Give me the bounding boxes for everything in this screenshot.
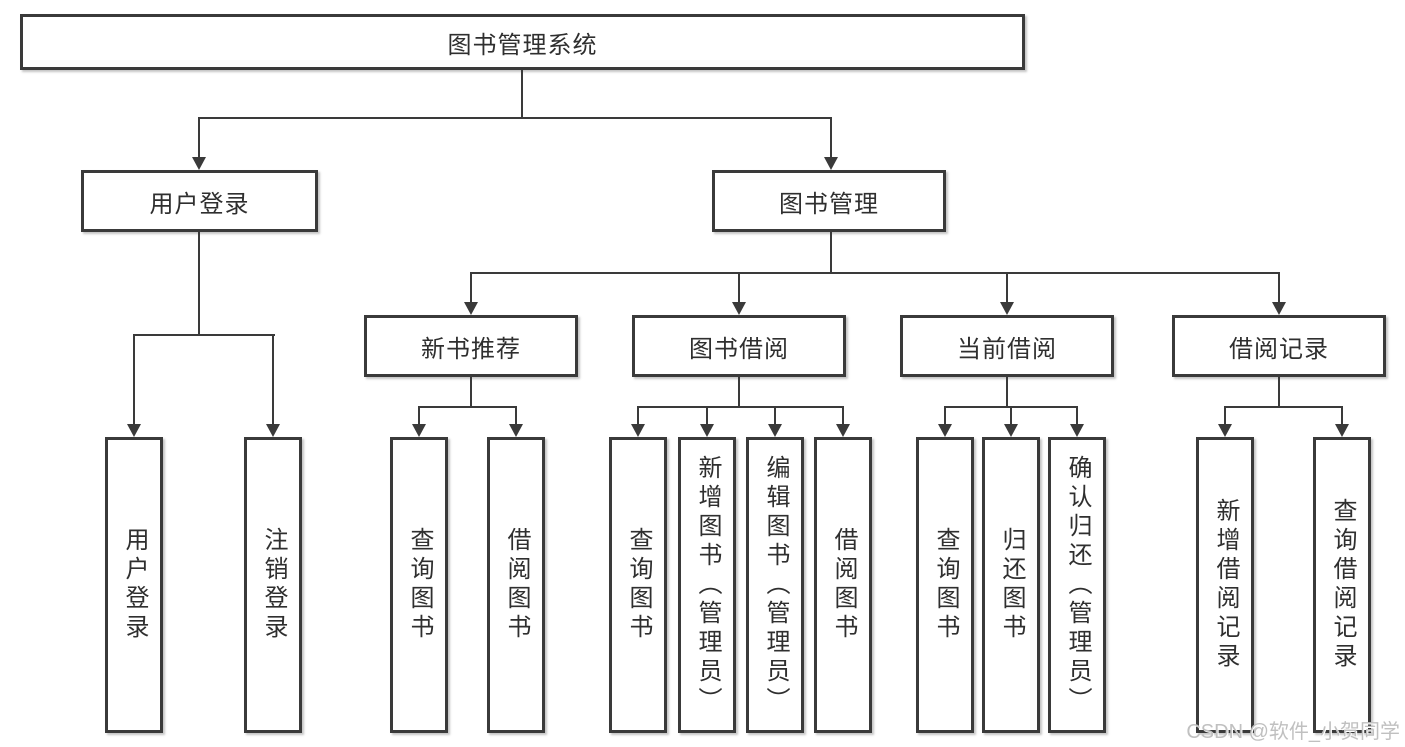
node-label: 编辑图书（管理员）	[762, 454, 789, 716]
connector-borrowing-stem	[738, 377, 740, 408]
arrowhead-book-management	[824, 157, 838, 170]
connector-bookmgmt-stem	[830, 232, 832, 274]
connector-records-rail	[1224, 406, 1343, 408]
node-library-management-system: 图书管理系统	[20, 14, 1025, 70]
leaf-confirm-return-admin: 确认归还（管理员）	[1048, 437, 1106, 733]
arrowhead-leaf-user-login	[127, 424, 141, 437]
connector-current-stem	[1006, 377, 1008, 408]
connector-to-leaf-borrow2	[842, 406, 844, 425]
connector-recommend-stem	[470, 377, 472, 408]
arrowhead-leaf-borrow1	[509, 424, 523, 437]
arrowhead-leaf-query3	[938, 424, 952, 437]
leaf-query-books-recommend: 查询图书	[390, 437, 448, 733]
node-label: 查询借阅记录	[1329, 498, 1356, 672]
arrowhead-leaf-add-record	[1218, 424, 1232, 437]
connector-to-book-management	[830, 117, 832, 159]
node-label: 新增图书（管理员）	[694, 454, 721, 716]
connector-to-leaf-user-login	[133, 334, 135, 425]
node-label: 用户登录	[149, 190, 250, 218]
arrowhead-new-book-recommend	[464, 302, 478, 315]
connector-to-borrowing-records	[1278, 272, 1280, 304]
arrowhead-leaf-borrow2	[836, 424, 850, 437]
node-label: 新增借阅记录	[1212, 498, 1239, 672]
node-label: 查询图书	[625, 527, 652, 643]
connector-bookmgmt-rail	[470, 272, 1280, 274]
node-new-book-recommend: 新书推荐	[364, 315, 578, 377]
leaf-add-borrow-record: 新增借阅记录	[1196, 437, 1254, 733]
connector-userlogin-stem	[198, 232, 200, 336]
arrowhead-leaf-query1	[412, 424, 426, 437]
leaf-borrow-books-borrowing: 借阅图书	[814, 437, 872, 733]
connector-to-leaf-query2	[637, 406, 639, 425]
connector-to-leaf-edit-book	[774, 406, 776, 425]
node-label: 确认归还（管理员）	[1064, 454, 1091, 716]
connector-userlogin-rail	[133, 334, 275, 336]
connector-borrowing-rail	[637, 406, 844, 408]
node-label: 归还图书	[998, 527, 1025, 643]
connector-to-leaf-query3	[944, 406, 946, 425]
connector-root-stem	[521, 70, 523, 118]
arrowhead-borrowing-records	[1272, 302, 1286, 315]
node-label: 图书管理系统	[447, 31, 598, 59]
connector-to-leaf-confirm-return	[1076, 406, 1078, 425]
arrowhead-book-borrowing	[732, 302, 746, 315]
node-label: 查询图书	[406, 527, 433, 643]
connector-to-leaf-borrow1	[515, 406, 517, 425]
connector-to-user-login	[198, 117, 200, 159]
node-book-management: 图书管理	[712, 170, 946, 232]
arrowhead-leaf-edit-book	[768, 424, 782, 437]
arrowhead-leaf-logout	[266, 424, 280, 437]
arrowhead-leaf-return	[1004, 424, 1018, 437]
node-borrowing-records: 借阅记录	[1172, 315, 1386, 377]
leaf-add-book-admin: 新增图书（管理员）	[678, 437, 736, 733]
connector-to-book-borrowing	[738, 272, 740, 304]
leaf-query-books-current: 查询图书	[916, 437, 974, 733]
connector-recommend-rail	[418, 406, 517, 408]
arrowhead-leaf-query-record	[1335, 424, 1349, 437]
node-user-login: 用户登录	[81, 170, 318, 232]
connector-to-current-borrowing	[1006, 272, 1008, 304]
connector-to-leaf-logout	[272, 334, 274, 425]
leaf-borrow-books-recommend: 借阅图书	[487, 437, 545, 733]
arrowhead-leaf-query2	[631, 424, 645, 437]
node-current-borrowing: 当前借阅	[900, 315, 1114, 377]
node-label: 图书管理	[779, 190, 879, 218]
arrowhead-leaf-add-book	[700, 424, 714, 437]
leaf-return-book: 归还图书	[982, 437, 1040, 733]
connector-to-leaf-add-book	[706, 406, 708, 425]
node-label: 借阅图书	[830, 527, 857, 643]
node-label: 用户登录	[121, 527, 148, 643]
arrowhead-user-login	[192, 157, 206, 170]
leaf-user-login: 用户登录	[105, 437, 163, 733]
connector-root-rail	[198, 117, 832, 119]
leaf-edit-book-admin: 编辑图书（管理员）	[746, 437, 804, 733]
arrowhead-leaf-confirm-return	[1070, 424, 1084, 437]
connector-to-leaf-query-record	[1341, 406, 1343, 425]
node-label: 新书推荐	[421, 335, 521, 363]
node-label: 注销登录	[260, 527, 287, 643]
connector-to-new-book-recommend	[470, 272, 472, 304]
leaf-query-books-borrowing: 查询图书	[609, 437, 667, 733]
node-label: 借阅图书	[503, 527, 530, 643]
connector-to-leaf-add-record	[1224, 406, 1226, 425]
node-book-borrowing: 图书借阅	[632, 315, 846, 377]
connector-records-stem	[1278, 377, 1280, 408]
connector-to-leaf-return	[1010, 406, 1012, 425]
node-label: 图书借阅	[689, 335, 789, 363]
arrowhead-current-borrowing	[1000, 302, 1014, 315]
node-label: 借阅记录	[1229, 335, 1329, 363]
connector-to-leaf-query1	[418, 406, 420, 425]
leaf-logout: 注销登录	[244, 437, 302, 733]
node-label: 当前借阅	[957, 335, 1057, 363]
node-label: 查询图书	[932, 527, 959, 643]
csdn-watermark: CSDN @软件_小贺同学	[1186, 721, 1400, 743]
leaf-query-borrow-record: 查询借阅记录	[1313, 437, 1371, 733]
